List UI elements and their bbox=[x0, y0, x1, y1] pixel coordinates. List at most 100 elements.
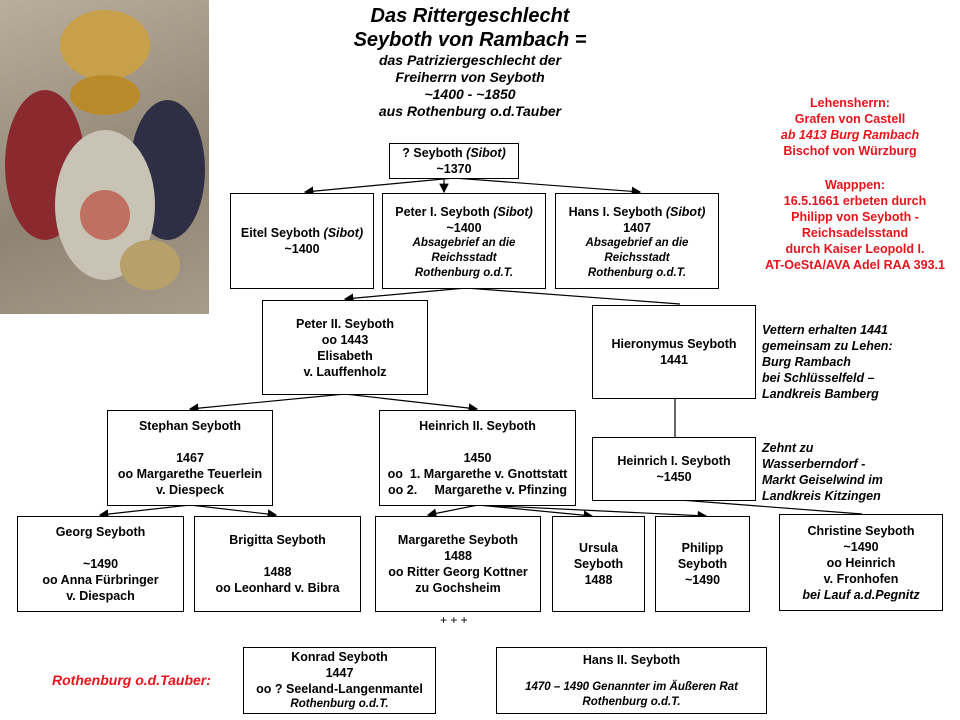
person-hans-ii-seyboth: Hans II. Seyboth 1470 – 1490 Genannter i… bbox=[496, 647, 767, 714]
diagram-title: Das Rittergeschlecht Seyboth von Rambach… bbox=[310, 4, 630, 120]
person-root-seyboth: ? Seyboth (Sibot) ~1370 bbox=[389, 143, 519, 179]
person-line: oo 1. Margarethe v. Gnottstatt bbox=[387, 467, 568, 481]
person-line: 1467 bbox=[176, 451, 204, 465]
person-note: Absagebrief an die bbox=[585, 237, 689, 249]
person-eitel-seyboth: Eitel Seyboth (Sibot) ~1400 bbox=[230, 193, 374, 289]
person-line: oo 2. Margarethe v. Pfinzing bbox=[388, 483, 567, 497]
connector bbox=[453, 177, 642, 197]
person-line: v. Diespach bbox=[66, 589, 135, 603]
person-note: Rothenburg o.d.T. bbox=[414, 267, 514, 279]
person-stephan-seyboth: Stephan Seyboth 1467 oo Margarethe Teuer… bbox=[107, 410, 273, 506]
alias-text: (Sibot) bbox=[493, 205, 533, 219]
person-line: oo 1443 bbox=[321, 332, 369, 347]
subtitle-line: ~1400 - ~1850 bbox=[424, 86, 516, 102]
note-line: Landkreis Kitzingen bbox=[762, 489, 881, 503]
connector bbox=[343, 287, 467, 304]
person-line: 1441 bbox=[660, 353, 688, 367]
person-line: Hans II. Seyboth bbox=[582, 652, 681, 667]
person-line: Brigitta Seyboth bbox=[229, 533, 326, 547]
person-ursula-seyboth: Ursula Seyboth 1488 bbox=[552, 516, 645, 612]
connector bbox=[477, 504, 708, 521]
note-line: Wapppen: bbox=[825, 178, 885, 192]
subtitle-line: das Patriziergeschlecht der bbox=[378, 52, 562, 68]
person-christine-seyboth: Christine Seyboth ~1490 oo Heinrich v. F… bbox=[779, 514, 943, 611]
person-note: Reichsstadt bbox=[604, 252, 670, 264]
lehensherrn-note: Lehensherrn: Grafen von Castell ab 1413 … bbox=[745, 95, 955, 159]
person-georg-seyboth: Georg Seyboth ~1490 oo Anna Fürbringer v… bbox=[17, 516, 184, 612]
person-line: Seyboth bbox=[573, 557, 624, 571]
person-name: Hans I. Seyboth (Sibot) bbox=[569, 204, 706, 220]
person-name: ? Seyboth (Sibot) bbox=[402, 145, 505, 161]
person-line: oo Ritter Georg Kottner bbox=[388, 565, 528, 579]
person-note: Rothenburg o.d.T. bbox=[582, 695, 681, 708]
note-line: ab 1413 Burg Rambach bbox=[780, 128, 920, 142]
wappen-note: Wapppen: 16.5.1661 erbeten durch Philipp… bbox=[750, 177, 960, 273]
person-line: Ursula bbox=[579, 541, 618, 555]
person-line: Elisabeth bbox=[317, 348, 373, 363]
person-line: 1447 bbox=[325, 666, 354, 680]
note-line: Wasserberndorf - bbox=[762, 457, 866, 471]
person-line: oo Heinrich bbox=[826, 555, 896, 570]
person-heinrich-i-seyboth: Heinrich I. Seyboth ~1450 bbox=[592, 437, 756, 501]
hieronymus-note: Vettern erhalten 1441 gemeinsam zu Lehen… bbox=[762, 322, 893, 402]
person-line: Hieronymus Seyboth bbox=[611, 337, 737, 351]
title-line: Seyboth von Rambach = bbox=[353, 29, 587, 51]
person-line: v. Lauffenholz bbox=[303, 364, 387, 379]
note-line: bei Schlüsselfeld – bbox=[762, 371, 875, 385]
note-line: Reichsadelsstand bbox=[801, 226, 909, 240]
note-line: 16.5.1661 erbeten durch bbox=[783, 194, 927, 208]
title-line: Das Rittergeschlecht bbox=[370, 5, 570, 27]
person-line: Heinrich I. Seyboth bbox=[617, 454, 731, 468]
person-line: Seyboth bbox=[677, 557, 728, 571]
name-text: ? Seyboth bbox=[402, 146, 467, 160]
connector bbox=[189, 504, 278, 519]
note-line: gemeinsam zu Lehen: bbox=[762, 339, 893, 353]
note-line: Vettern erhalten 1441 bbox=[762, 323, 888, 337]
connector bbox=[303, 177, 455, 196]
person-line: Margarethe Seyboth bbox=[397, 533, 519, 547]
person-line: Christine Seyboth bbox=[807, 523, 915, 538]
person-peter-ii-seyboth: Peter II. Seyboth oo 1443 Elisabeth v. L… bbox=[262, 300, 428, 395]
name-text: Eitel Seyboth bbox=[240, 226, 324, 240]
note-line: Burg Rambach bbox=[762, 355, 851, 369]
note-line: Zehnt zu bbox=[762, 441, 814, 455]
person-line: v. Diespeck bbox=[156, 483, 224, 497]
heinrich-i-note: Zehnt zu Wasserberndorf - Markt Geiselwi… bbox=[762, 440, 883, 504]
person-line: 1488 bbox=[444, 549, 472, 563]
person-year: 1407 bbox=[623, 221, 651, 235]
person-hieronymus-seyboth: Hieronymus Seyboth 1441 bbox=[592, 305, 756, 399]
person-line: 1488 bbox=[584, 573, 613, 587]
person-note: Rothenburg o.d.T. bbox=[587, 267, 687, 279]
name-text: Hans I. Seyboth bbox=[568, 205, 666, 219]
person-hans-i-seyboth: Hans I. Seyboth (Sibot) 1407 Absagebrief… bbox=[555, 193, 719, 289]
person-heinrich-ii-seyboth: Heinrich II. Seyboth 1450 oo 1. Margaret… bbox=[379, 410, 576, 506]
person-note: Absagebrief an die bbox=[412, 237, 516, 249]
person-line: ~1490 bbox=[843, 539, 879, 554]
person-line: ~1490 bbox=[684, 573, 721, 587]
connector bbox=[426, 504, 479, 519]
note-line: AT-OeStA/AVA Adel RAA 393.1 bbox=[765, 258, 945, 272]
person-philipp-seyboth: Philipp Seyboth ~1490 bbox=[655, 516, 750, 612]
note-line: Grafen von Castell bbox=[794, 112, 906, 126]
connector bbox=[477, 504, 594, 520]
connector bbox=[98, 504, 191, 519]
alias-text: (Sibot) bbox=[323, 226, 364, 240]
coat-of-arms-image bbox=[0, 0, 209, 314]
note-line: Landkreis Bamberg bbox=[762, 387, 879, 401]
connector bbox=[188, 393, 346, 413]
connector bbox=[465, 287, 681, 305]
person-line: ~1450 bbox=[656, 470, 692, 484]
person-year: ~1400 bbox=[446, 221, 482, 235]
person-margarethe-seyboth: Margarethe Seyboth 1488 oo Ritter Georg … bbox=[375, 516, 541, 612]
person-peter-i-seyboth: Peter I. Seyboth (Sibot) ~1400 Absagebri… bbox=[382, 193, 546, 289]
note-line: Bischof von Würzburg bbox=[783, 144, 917, 158]
note-line: Lehensherrn: bbox=[810, 96, 890, 110]
connector bbox=[679, 499, 863, 515]
note-line: Markt Geiselwind im bbox=[762, 473, 883, 487]
person-line: oo Margarethe Teuerlein bbox=[117, 467, 263, 481]
person-note: Rothenburg o.d.T. bbox=[290, 698, 389, 710]
person-line: v. Fronhofen bbox=[823, 571, 899, 586]
alias-text: (Sibot) bbox=[466, 146, 506, 160]
person-note: bei Lauf a.d.Pegnitz bbox=[802, 587, 920, 602]
